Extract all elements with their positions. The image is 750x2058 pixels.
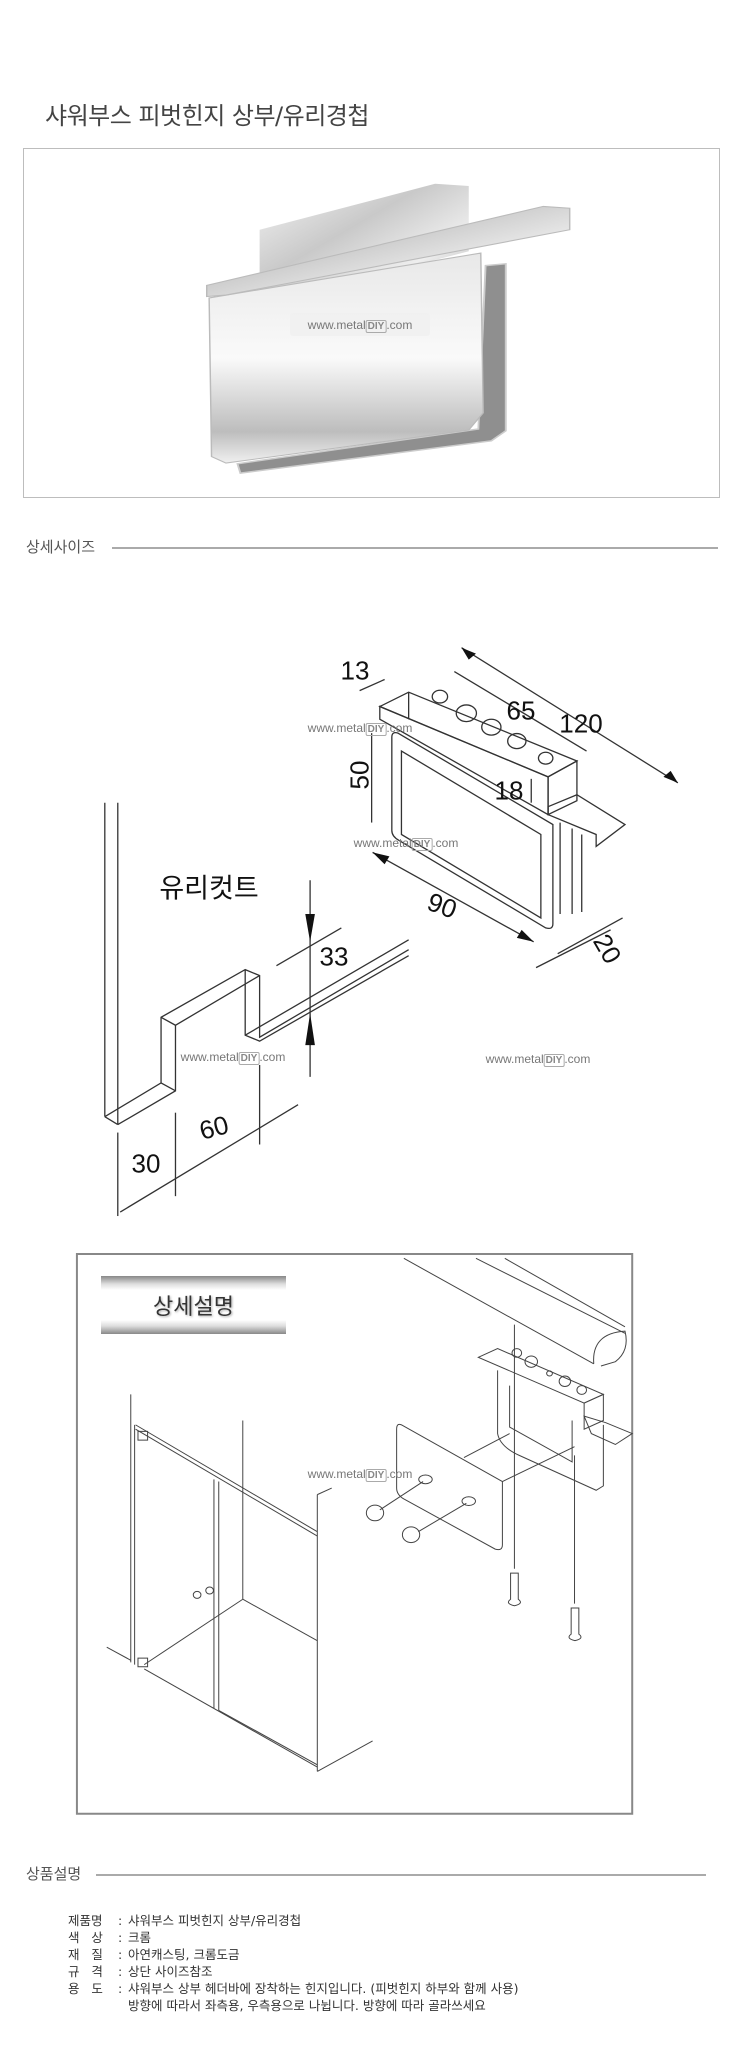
info-label: 제품명 bbox=[68, 1913, 103, 1928]
info-row-color: 색 상:크롬 bbox=[68, 1930, 152, 1945]
info-usage-continuation: 방향에 따라서 좌측용, 우측용으로 나뉩니다. 방향에 따라 골라쓰세요 bbox=[128, 1998, 486, 2013]
product-info: 제품명:샤워부스 피벗힌지 상부/유리경첩 색 상:크롬 재 질:아연캐스팅, … bbox=[68, 1912, 519, 2014]
info-value: 아연캐스팅, 크롬도금 bbox=[128, 1947, 240, 1962]
info-value: 샤워부스 상부 헤더바에 장착하는 힌지입니다. (피벗힌지 하부와 함께 사용… bbox=[128, 1981, 519, 1996]
installation-drawing bbox=[0, 1220, 750, 1900]
info-value: 크롬 bbox=[128, 1930, 152, 1945]
divider bbox=[112, 547, 718, 549]
page-title: 샤워부스 피벗힌지 상부/유리경첩 bbox=[45, 102, 369, 130]
dimension-label-65: 65 bbox=[506, 695, 536, 726]
section-header-product: 상품설명 bbox=[26, 1865, 82, 1883]
product-photo-frame bbox=[23, 148, 720, 498]
info-row-usage: 용 도:샤워부스 상부 헤더바에 장착하는 힌지입니다. (피벗힌지 하부와 함… bbox=[68, 1981, 519, 1996]
product-photo-hinge bbox=[206, 183, 571, 474]
info-label: 재 질 bbox=[68, 1947, 103, 1962]
info-row-material: 재 질:아연캐스팅, 크롬도금 bbox=[68, 1947, 240, 1962]
dimension-label-13: 13 bbox=[340, 655, 370, 686]
watermark-background bbox=[290, 313, 430, 336]
section-header-size: 상세사이즈 bbox=[26, 538, 96, 556]
dimension-label-120: 120 bbox=[559, 708, 603, 739]
dimension-label-33: 33 bbox=[319, 941, 349, 972]
dimension-label-18: 18 bbox=[494, 775, 524, 806]
divider bbox=[96, 1874, 706, 1876]
dimension-drawing bbox=[0, 600, 750, 1220]
info-label: 색 상 bbox=[68, 1930, 103, 1945]
info-label: 규 격 bbox=[68, 1964, 103, 1979]
info-row-spec: 규 격:상단 사이즈참조 bbox=[68, 1964, 213, 1979]
dimension-label-50: 50 bbox=[344, 760, 375, 790]
info-value: 상단 사이즈참조 bbox=[128, 1964, 213, 1979]
dimension-label-30: 30 bbox=[131, 1148, 161, 1179]
info-row-name: 제품명:샤워부스 피벗힌지 상부/유리경첩 bbox=[68, 1913, 302, 1928]
glass-cut-label: 유리컷트 bbox=[159, 873, 259, 905]
info-label: 용 도 bbox=[68, 1981, 103, 1996]
detail-section-label: 상세설명 bbox=[101, 1276, 286, 1334]
info-value: 샤워부스 피벗힌지 상부/유리경첩 bbox=[128, 1913, 302, 1928]
